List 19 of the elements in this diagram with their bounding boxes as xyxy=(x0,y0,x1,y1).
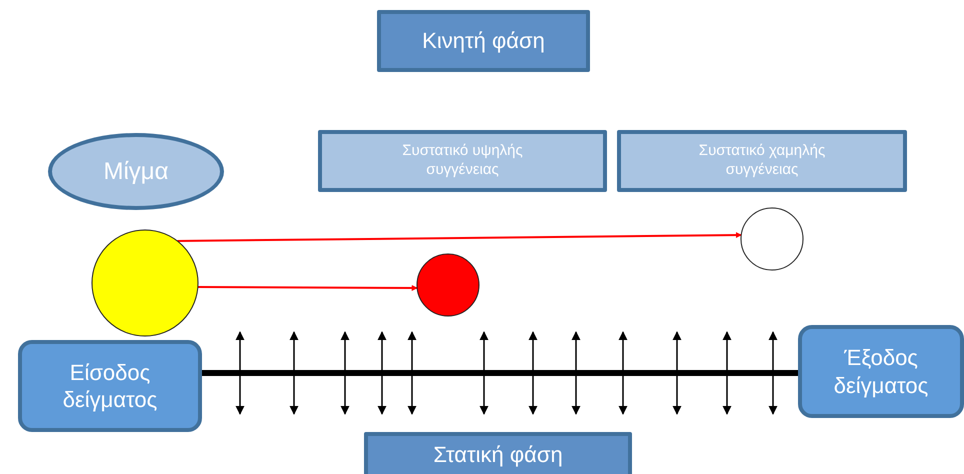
box-text: Έξοδος δείγματος xyxy=(832,344,930,399)
box-text: Συστατικό χαμηλής συγγένειας xyxy=(698,142,826,180)
box-text: Είσοδος δείγματος xyxy=(62,358,158,414)
particle-circle xyxy=(92,230,198,336)
box-text: Μίγμα xyxy=(103,156,169,186)
label-box xyxy=(318,130,607,192)
particle-circle xyxy=(740,208,804,270)
arrow xyxy=(198,284,418,291)
label-box xyxy=(377,10,590,72)
label-box xyxy=(798,325,964,418)
box-text: Συστατικό υψηλής συγγένειας xyxy=(401,142,524,180)
box-text: Στατική φάση xyxy=(433,441,563,469)
label-box xyxy=(18,340,202,432)
column-line xyxy=(202,370,798,376)
particle-circle xyxy=(416,254,480,316)
box-text: Κινητή φάση xyxy=(422,27,545,55)
label-box xyxy=(617,130,907,192)
label-box xyxy=(364,432,632,474)
arrow xyxy=(177,232,742,242)
